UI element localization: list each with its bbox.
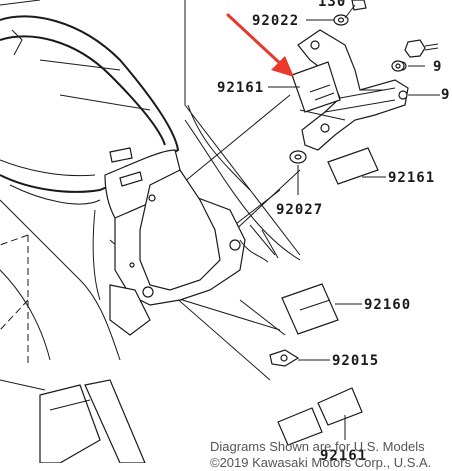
label-top-partial: 130 xyxy=(318,0,346,10)
hardware-bolts xyxy=(269,0,439,367)
rear-cowl-outline xyxy=(0,0,180,205)
label-92161-bottom: 92161 xyxy=(320,448,367,463)
label-92160: 92160 xyxy=(364,297,411,313)
label-92027: 92027 xyxy=(276,202,323,218)
pad-92160 xyxy=(281,283,339,335)
arrow-shaft xyxy=(226,13,286,69)
pad-92161-mid xyxy=(327,147,379,185)
arrow-head xyxy=(271,56,294,77)
washer-right xyxy=(391,60,405,72)
bolt-right xyxy=(404,39,439,58)
pad-92161-upper xyxy=(291,61,341,113)
label-92161-upper: 92161 xyxy=(217,80,264,96)
rear-fender-assembly xyxy=(104,147,279,336)
side-cowl-outline xyxy=(0,199,121,391)
caption-copyright: ©2019 Kawasaki Motors Corp., U.S.A. xyxy=(210,455,432,470)
caption-models: Diagrams Shown are for U.S. Models xyxy=(210,439,425,454)
bottom-strips xyxy=(39,379,146,463)
washer-92022 xyxy=(333,14,349,26)
label-right-partial-b: 9 xyxy=(441,87,450,103)
label-92161-mid: 92161 xyxy=(388,170,435,186)
label-92022: 92022 xyxy=(252,13,299,29)
dashed-lines xyxy=(0,234,29,365)
washer-92027 xyxy=(289,150,307,195)
nut-92015 xyxy=(269,349,300,367)
part-labels: 130 92022 92161 92161 92027 92160 92015 … xyxy=(217,0,450,463)
label-92015: 92015 xyxy=(332,353,379,369)
pad-92161-bottom xyxy=(277,387,363,446)
leader-lines xyxy=(268,19,440,440)
label-right-partial-a: 9 xyxy=(433,59,442,75)
highlight-arrow xyxy=(226,13,294,77)
bolt-top xyxy=(344,0,367,19)
